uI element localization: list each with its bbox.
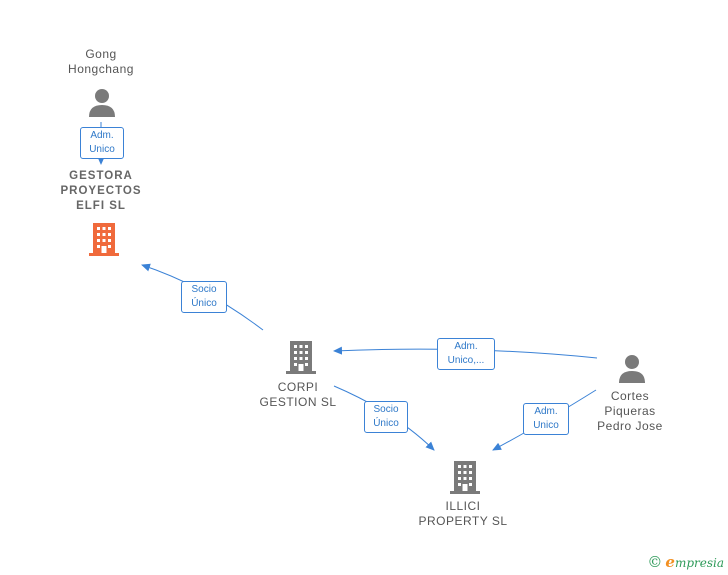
person-icon xyxy=(619,355,645,383)
brand-name: mpresia xyxy=(674,556,724,570)
edge-label-gong-gestora: Adm. Unico xyxy=(80,127,124,159)
brand-initial: e xyxy=(665,553,675,571)
node-gong-hongchang[interactable]: Gong Hongchang xyxy=(50,47,152,77)
edge-label-corpi-illici: Socio Único xyxy=(364,401,408,433)
node-label: Gong Hongchang xyxy=(68,47,134,76)
node-corpi-gestion[interactable]: CORPI GESTION SL xyxy=(248,380,348,410)
person-icon xyxy=(89,89,115,117)
building-icon xyxy=(286,341,316,374)
node-illici-property[interactable]: ILLICI PROPERTY SL xyxy=(408,499,518,529)
building-icon xyxy=(450,461,480,494)
empresia-brand[interactable]: ©empresia xyxy=(647,553,724,571)
node-gestora-proyectos-elfi[interactable]: GESTORA PROYECTOS ELFI SL xyxy=(46,169,156,214)
edge-label-cortes-corpi: Adm. Unico,... xyxy=(437,338,495,370)
node-label: GESTORA PROYECTOS ELFI SL xyxy=(60,170,142,212)
edge-label-corpi-gestora: Socio Único xyxy=(181,281,227,313)
copyright-icon: © xyxy=(647,553,663,571)
edge-label-cortes-illici: Adm. Unico xyxy=(523,403,569,435)
building-icon xyxy=(89,223,119,256)
node-label: Cortes Piqueras Pedro Jose xyxy=(597,389,663,433)
node-label: CORPI GESTION SL xyxy=(259,380,337,409)
node-cortes-piqueras[interactable]: Cortes Piqueras Pedro Jose xyxy=(582,389,678,434)
node-label: ILLICI PROPERTY SL xyxy=(418,499,508,528)
